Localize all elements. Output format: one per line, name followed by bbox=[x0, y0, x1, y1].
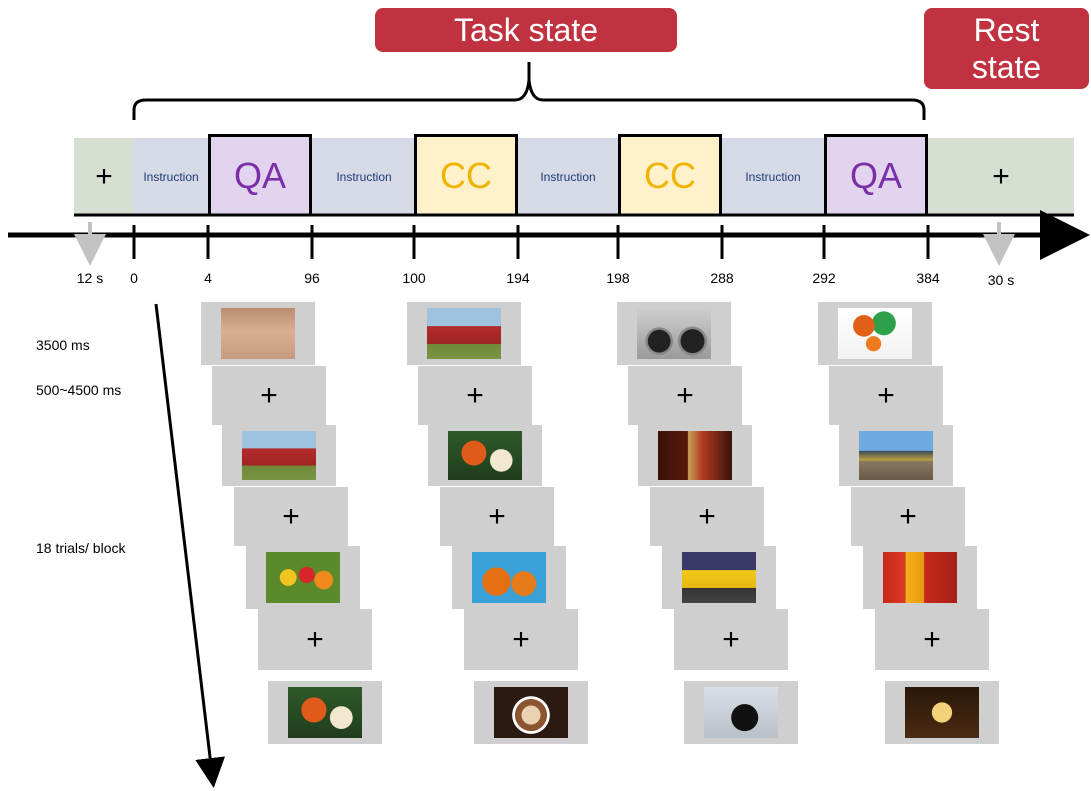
trial-time-arrow bbox=[154, 303, 226, 788]
instruction-block: Instruction bbox=[134, 138, 208, 215]
fixation-cross: + bbox=[466, 378, 484, 412]
fixation-cross: + bbox=[722, 622, 740, 656]
bell-peppers-photo bbox=[266, 552, 340, 603]
fixation-symbol: + bbox=[992, 159, 1010, 193]
fixation-cross: + bbox=[512, 622, 530, 656]
fixation-cross: + bbox=[676, 378, 694, 412]
rest-state-text: Rest state bbox=[971, 11, 1042, 85]
qa-block: QA bbox=[824, 134, 928, 215]
billiard-balls-photo bbox=[288, 687, 362, 738]
paint-splash-photo bbox=[838, 308, 912, 359]
trials-per-block-label: 18 trials/ block bbox=[36, 540, 126, 556]
tick-label: 0 bbox=[130, 270, 138, 286]
fixation-card: + bbox=[674, 609, 788, 670]
latte-art-photo bbox=[494, 687, 568, 738]
stimulus-card bbox=[268, 681, 382, 744]
fixation-card: + bbox=[418, 366, 532, 425]
fixation-cross: + bbox=[698, 499, 716, 533]
yellow-mustang-photo bbox=[682, 552, 756, 603]
qa-label: QA bbox=[849, 155, 902, 196]
fixation-card: + bbox=[829, 366, 943, 425]
stimulus-card bbox=[452, 546, 566, 609]
stimulus-card bbox=[638, 425, 752, 486]
fixation-card: + bbox=[234, 487, 348, 546]
tick-label: 30 s bbox=[987, 272, 1015, 288]
stimulus-card bbox=[201, 302, 315, 365]
task-state-label: Task state bbox=[375, 8, 677, 52]
stimulus-card bbox=[818, 302, 932, 365]
cc-block: CC bbox=[414, 134, 518, 215]
cc-block: CC bbox=[618, 134, 722, 215]
instruction-block: Instruction bbox=[518, 138, 618, 215]
stimulus-card bbox=[407, 302, 521, 365]
billiard-balls-photo bbox=[448, 431, 522, 480]
fixation-cross: + bbox=[923, 622, 941, 656]
cc-label: CC bbox=[644, 155, 696, 196]
wine-glass-photo bbox=[658, 431, 732, 480]
dessert-photo bbox=[905, 687, 979, 738]
fixation-cross: + bbox=[306, 622, 324, 656]
fixation-card: + bbox=[464, 609, 578, 670]
fixation-card: + bbox=[851, 487, 965, 546]
rest-state-label: Rest state bbox=[924, 8, 1089, 89]
stimulus-card bbox=[662, 546, 776, 609]
stimulus-card bbox=[428, 425, 542, 486]
fixation-block-start: + bbox=[74, 138, 134, 215]
stimulus-card bbox=[684, 681, 798, 744]
stimulus-card bbox=[617, 302, 731, 365]
train-photo bbox=[859, 431, 933, 480]
stimulus-card bbox=[222, 425, 336, 486]
qa-block: QA bbox=[208, 134, 312, 215]
instruction-block: Instruction bbox=[722, 138, 824, 215]
stimulus-card bbox=[246, 546, 360, 609]
fixation-card: + bbox=[440, 487, 554, 546]
tick-label: 4 bbox=[204, 270, 212, 286]
red-house-photo bbox=[427, 308, 501, 359]
instruction-label: Instruction bbox=[745, 170, 801, 184]
tick-label: 100 bbox=[402, 270, 426, 286]
fixation-card: + bbox=[650, 487, 764, 546]
tick-label: 292 bbox=[812, 270, 836, 286]
motorcycle-photo bbox=[637, 308, 711, 359]
red-house-photo bbox=[242, 431, 316, 480]
fixation-card: + bbox=[875, 609, 989, 670]
task-brace bbox=[132, 62, 926, 120]
face-photo bbox=[221, 308, 295, 359]
fixation-duration-label: 500~4500 ms bbox=[36, 382, 122, 398]
stimulus-card bbox=[885, 681, 999, 744]
tick-label: 198 bbox=[606, 270, 630, 286]
fixation-cross: + bbox=[282, 499, 300, 533]
instruction-label: Instruction bbox=[336, 169, 392, 184]
fixation-cross: + bbox=[488, 499, 506, 533]
camera-photo bbox=[704, 687, 778, 738]
stimulus-duration-label: 3500 ms bbox=[36, 337, 90, 353]
tick-label: 96 bbox=[304, 270, 320, 286]
fixation-card: + bbox=[258, 609, 372, 670]
fixation-cross: + bbox=[877, 378, 895, 412]
fixation-card: + bbox=[212, 366, 326, 425]
fixation-cross: + bbox=[260, 378, 278, 412]
qa-label: QA bbox=[233, 155, 286, 196]
tick-label: 194 bbox=[506, 270, 530, 286]
fixation-symbol: + bbox=[95, 159, 113, 193]
fixation-block-end: + bbox=[928, 138, 1074, 215]
task-state-text: Task state bbox=[453, 11, 599, 48]
instruction-label: Instruction bbox=[143, 169, 199, 184]
stimulus-card bbox=[863, 546, 977, 609]
fixation-cross: + bbox=[899, 499, 917, 533]
ketchup-bottles-photo bbox=[883, 552, 957, 603]
pumpkins-photo bbox=[472, 552, 546, 603]
cc-label: CC bbox=[440, 155, 492, 196]
instruction-label: Instruction bbox=[540, 169, 596, 184]
stimulus-card bbox=[474, 681, 588, 744]
tick-label: 288 bbox=[710, 270, 734, 286]
instruction-block: Instruction bbox=[312, 138, 416, 215]
tick-label: 12 s bbox=[76, 270, 104, 286]
tick-label: 384 bbox=[916, 270, 940, 286]
fixation-card: + bbox=[628, 366, 742, 425]
stimulus-card bbox=[839, 425, 953, 486]
tick-marks bbox=[132, 225, 930, 259]
